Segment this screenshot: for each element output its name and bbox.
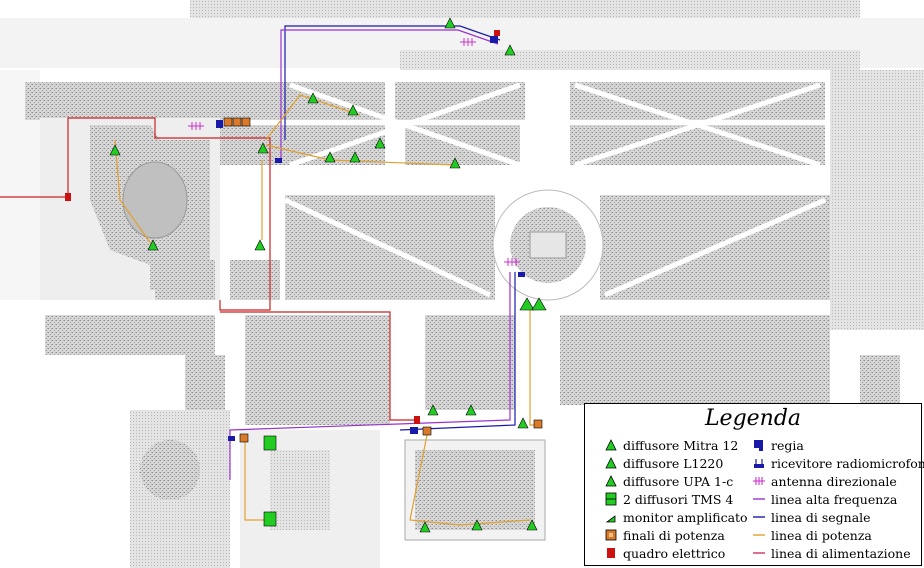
legend-label: linea di potenza xyxy=(771,527,872,543)
tms4-marker xyxy=(263,435,277,451)
antenna-icon xyxy=(753,477,765,485)
legend-label: ricevitore radiomicrofono xyxy=(771,455,924,471)
legend-label: finali di potenza xyxy=(623,527,725,543)
legend-item-l1220: diffusore L1220 xyxy=(603,454,723,472)
legend-item-finali: finali di potenza xyxy=(603,526,725,544)
line-high-frequency-icon xyxy=(753,498,765,500)
legend-label: monitor amplificato xyxy=(623,509,748,525)
legend-item-regia: regia xyxy=(751,436,804,454)
equipment-markers xyxy=(65,17,547,533)
legend-item-upa1c: diffusore UPA 1-c xyxy=(603,472,733,490)
legend-label: diffusore L1220 xyxy=(623,455,724,471)
triangle-speaker-icon xyxy=(605,439,617,451)
speaker-marker xyxy=(324,151,336,163)
amplifier-marker xyxy=(223,117,233,127)
legend-label: regia xyxy=(771,437,804,453)
legend-label: linea di segnale xyxy=(771,509,871,525)
speaker-marker xyxy=(147,239,159,251)
speaker-marker xyxy=(444,17,456,29)
electrical-panel-marker xyxy=(65,193,71,201)
legend-label: diffusore UPA 1-c xyxy=(623,473,734,489)
amplifier-marker xyxy=(422,426,432,436)
speaker-marker xyxy=(519,297,535,311)
legend-item-antenna: antenna direzionale xyxy=(751,472,897,490)
legend-label: antenna direzionale xyxy=(771,473,897,489)
legend-label: diffusore Mitra 12 xyxy=(623,437,739,453)
legend-item-alta-freq: linea alta frequenza xyxy=(751,490,897,508)
mixer-marker xyxy=(216,120,223,128)
speaker-marker xyxy=(307,92,319,104)
speaker-marker xyxy=(257,142,269,154)
mixer-console-icon xyxy=(754,440,763,451)
line-signal-icon xyxy=(753,516,765,518)
legend-item-mitra12: diffusore Mitra 12 xyxy=(603,436,738,454)
antenna-marker xyxy=(188,38,520,266)
legend-item-quadro: quadro elettrico xyxy=(603,544,725,562)
cable-lines xyxy=(0,25,540,526)
amplifier-marker xyxy=(232,117,242,127)
legend-label: linea alta frequenza xyxy=(771,491,898,507)
legend-label: linea di alimentazione xyxy=(771,545,911,561)
receiver-icon xyxy=(754,459,764,468)
legend: Legenda diffusore Mitra 12 diffusore L12… xyxy=(584,403,924,566)
speaker-marker xyxy=(349,151,361,163)
legend-item-potenza: linea di potenza xyxy=(751,526,872,544)
lower-pavilion xyxy=(130,410,546,568)
speaker-marker xyxy=(504,44,516,56)
speaker-marker xyxy=(526,519,538,531)
wedge-monitor-icon xyxy=(605,515,616,523)
line-supply-icon xyxy=(753,552,765,554)
amplifier-marker xyxy=(239,433,249,443)
speaker-marker xyxy=(419,521,431,533)
supply-line xyxy=(0,117,271,311)
triangle-speaker-icon xyxy=(605,475,617,487)
electrical-panel-marker xyxy=(414,416,420,424)
mixer-marker xyxy=(490,36,498,43)
speaker-marker xyxy=(109,144,121,156)
signal-line xyxy=(284,25,501,140)
amplifier-marker xyxy=(241,117,251,127)
speaker-marker xyxy=(374,137,386,149)
legend-item-ricevitore: ricevitore radiomicrofono xyxy=(751,454,924,472)
speaker-marker xyxy=(531,297,547,311)
triangle-speaker-icon xyxy=(605,457,617,469)
theatre-area xyxy=(40,118,220,300)
electrical-panel-marker xyxy=(494,30,500,36)
legend-title: Legenda xyxy=(704,406,802,431)
avenues xyxy=(283,82,826,298)
speaker-marker xyxy=(427,404,439,416)
speaker-marker xyxy=(449,157,461,169)
amplifier-marker xyxy=(533,419,543,429)
legend-label: quadro elettrico xyxy=(623,545,726,561)
speaker-marker xyxy=(254,239,266,251)
receiver-marker xyxy=(275,158,282,163)
tms4-marker xyxy=(263,511,277,527)
speaker-marker xyxy=(471,519,483,531)
receiver-marker xyxy=(518,272,525,277)
speaker-marker xyxy=(517,417,529,429)
legend-item-tms4: 2 diffusori TMS 4 xyxy=(603,490,733,508)
speaker-marker xyxy=(347,104,359,116)
speaker-marker xyxy=(465,404,477,416)
line-power-icon xyxy=(753,534,765,536)
legend-item-monitor: monitor amplificato xyxy=(603,508,748,526)
legend-label: 2 diffusori TMS 4 xyxy=(623,491,734,507)
legend-item-alimentazione: linea di alimentazione xyxy=(751,544,911,562)
electrical-panel-icon xyxy=(607,548,615,558)
mixer-marker xyxy=(410,427,418,434)
amplifier-box-icon xyxy=(605,529,617,541)
double-box-speaker-icon xyxy=(605,492,617,506)
legend-item-segnale: linea di segnale xyxy=(751,508,871,526)
receiver-marker xyxy=(228,436,235,441)
